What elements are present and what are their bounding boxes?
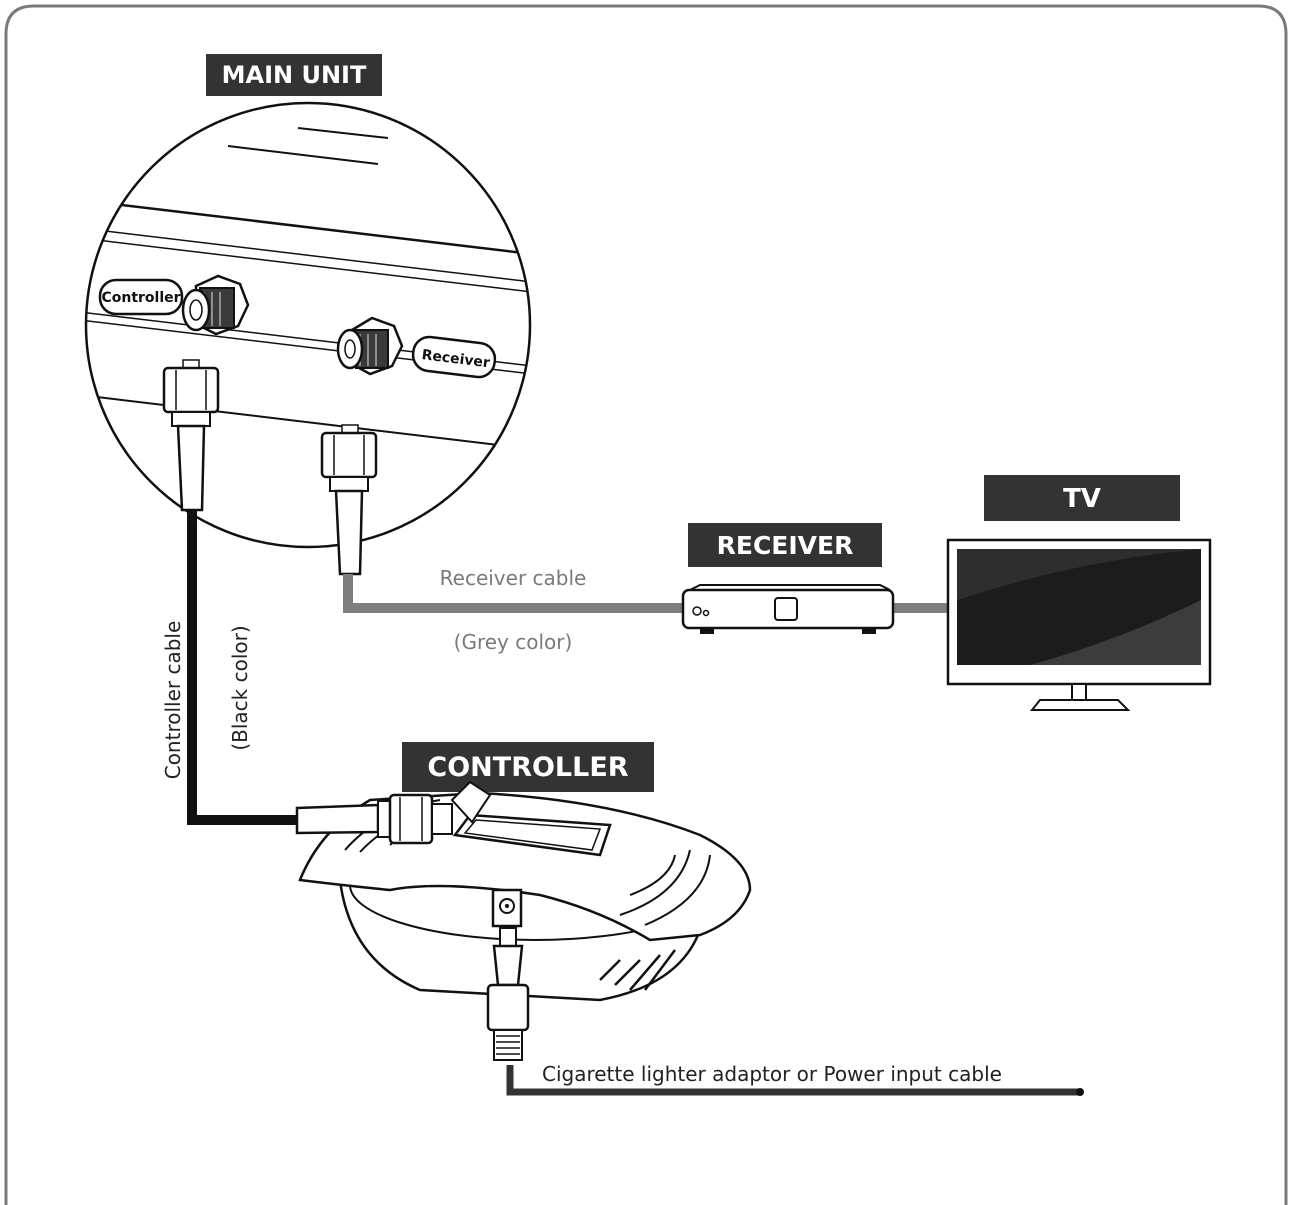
main-unit-panel: Controller Receiver <box>86 127 530 451</box>
diagram-frame <box>4 4 1288 1205</box>
receiver-cable <box>343 574 952 613</box>
receiver-label: RECEIVER <box>717 531 854 560</box>
controller-cable-color-label: (Black color) <box>228 625 252 750</box>
power-plug <box>486 927 530 1061</box>
receiver-cable-label: Receiver cable <box>440 566 587 590</box>
power-cable-label: Cigarette lighter adaptor or Power input… <box>542 1062 1002 1086</box>
receiver-port: Receiver <box>336 316 497 379</box>
power-input-cable <box>506 1065 1080 1096</box>
main-unit-zoom-circle <box>84 101 532 549</box>
controller-port: Controller <box>98 274 250 336</box>
controller-cable-plug <box>295 780 492 845</box>
controller-port-label: Controller <box>101 290 180 306</box>
main-unit-label-box <box>206 54 382 96</box>
controller-cable-label: Controller cable <box>161 621 185 780</box>
controller-label: CONTROLLER <box>427 752 628 783</box>
main-unit: MAIN UNIT Controller <box>84 54 532 576</box>
tv-device: TV <box>946 475 1212 711</box>
receiver-cable-connector <box>320 424 378 576</box>
power-jack <box>491 888 523 928</box>
receiver-device: RECEIVER <box>681 523 895 634</box>
main-unit-label: MAIN UNIT <box>222 61 367 89</box>
controller-cable <box>187 510 297 825</box>
controller-label-box <box>402 742 654 792</box>
receiver-cable-color-label: (Grey color) <box>454 630 573 654</box>
controller-cable-connector <box>162 359 220 512</box>
controller-device: CONTROLLER <box>295 742 752 1061</box>
receiver-label-box <box>688 523 882 567</box>
tv-label-box <box>984 475 1180 521</box>
tv-label: TV <box>1063 484 1101 514</box>
